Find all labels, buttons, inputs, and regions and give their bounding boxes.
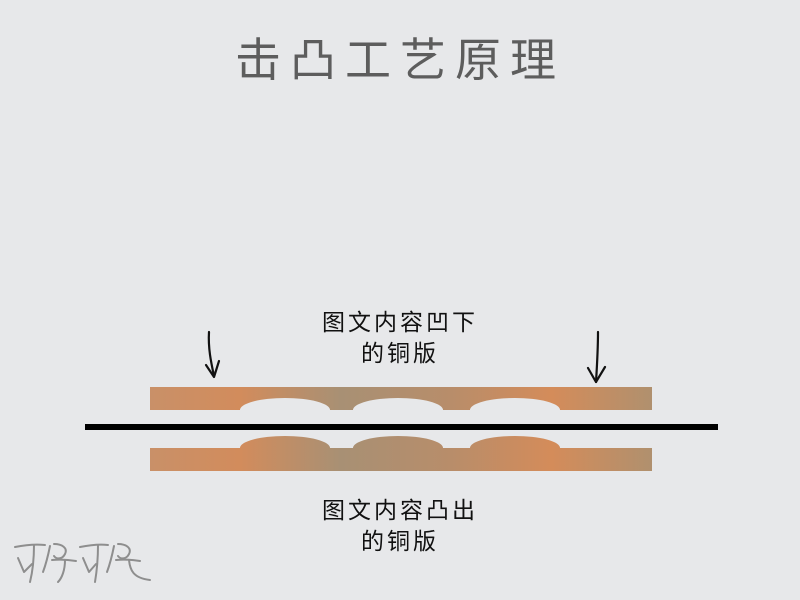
bottom-plate-caption: 图文内容凸出 的铜版 (0, 496, 800, 558)
top-plate-caption-line1: 图文内容凹下 (322, 310, 478, 336)
bottom-plate-caption-line1: 图文内容凸出 (322, 498, 478, 524)
bottom-copper-plate (150, 436, 652, 471)
bottom-plate-caption-line2: 的铜版 (361, 529, 439, 555)
top-copper-plate (150, 387, 652, 410)
top-plate-caption-line2: 的铜版 (361, 341, 439, 367)
arrow-down-icon (204, 330, 221, 379)
page-title: 击凸工艺原理 (235, 33, 565, 87)
arrow-down-icon (586, 330, 607, 384)
top-plate-caption: 图文内容凹下 的铜版 (0, 308, 800, 370)
signature-watermark (14, 543, 151, 583)
